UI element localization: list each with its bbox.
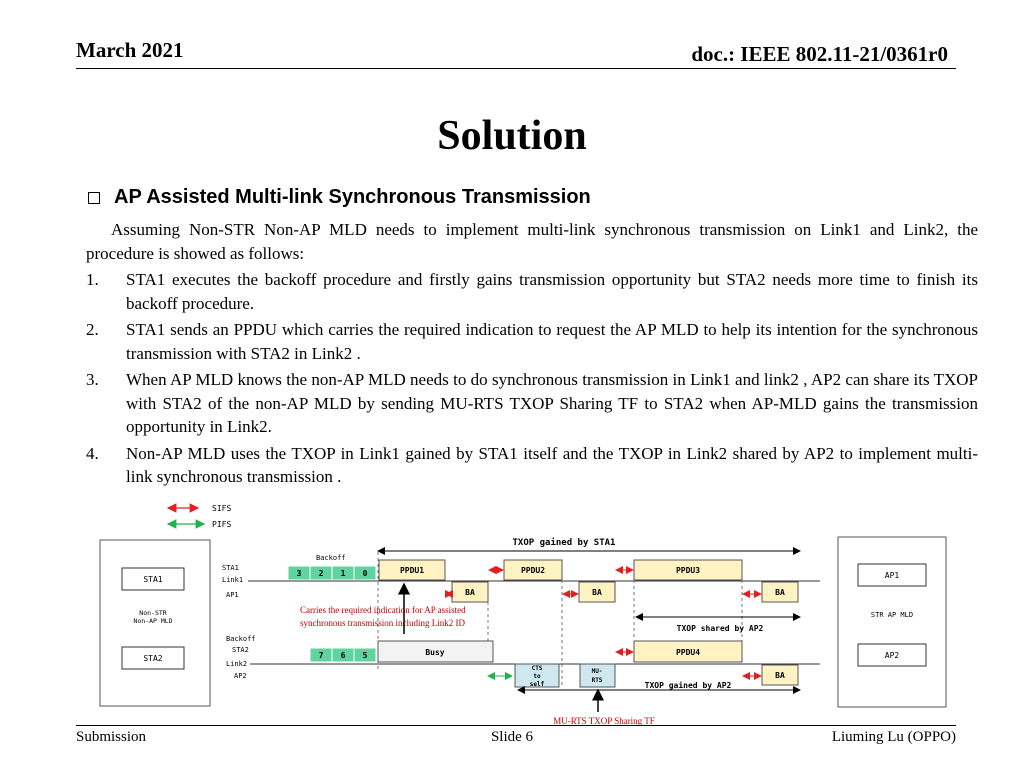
ba-label: BA: [592, 588, 602, 597]
slot-label: 2: [319, 569, 324, 578]
ppdu4-frame: [633, 640, 743, 663]
list-item: 2. STA1 sends an PPDU which carries the r…: [86, 318, 978, 365]
busy-label: Busy: [425, 648, 444, 657]
row-label-link2: Link2: [226, 660, 247, 668]
sta2-box-label: STA2: [143, 654, 162, 663]
list-item: 4. Non-AP MLD uses the TXOP in Link1 gain…: [86, 442, 978, 489]
ba-label: BA: [775, 671, 785, 680]
ppdu1-label: PPDU1: [400, 566, 424, 575]
busy-frame: [377, 640, 494, 663]
intro-paragraph: Assuming Non-STR Non-AP MLD needs to imp…: [86, 220, 978, 263]
footer-rule: [76, 725, 956, 726]
ap1-box-label: AP1: [885, 571, 900, 580]
ba-label: BA: [465, 588, 475, 597]
ppdu3-label: PPDU3: [676, 566, 700, 575]
row-label-ap1: AP1: [226, 591, 239, 599]
slot-label: 0: [363, 569, 368, 578]
legend-sifs: SIFS: [212, 504, 231, 513]
non-ap-mld-label: Non-AP MLD: [133, 617, 172, 625]
list-item-text: STA1 executes the backoff procedure and …: [126, 270, 978, 313]
row-label-sta1: STA1: [222, 564, 239, 572]
header-date: March 2021: [76, 38, 184, 62]
str-ap-mld-box: [837, 536, 947, 708]
square-bullet-icon: [88, 191, 100, 204]
list-item-text: Non-AP MLD uses the TXOP in Link1 gained…: [126, 443, 978, 487]
ppdu4-label: PPDU4: [676, 648, 700, 657]
sta1-box: [121, 567, 185, 591]
ap1-box: [857, 563, 927, 587]
legend: SIFS PIFS: [166, 503, 231, 529]
procedure-list: 1. STA1 executes the backoff procedure an…: [86, 268, 978, 489]
cts-label: to: [533, 673, 541, 680]
ppdu2-label: PPDU2: [521, 566, 545, 575]
annotation-text: Carries the required indication for AP a…: [300, 605, 466, 615]
sta1-box-label: STA1: [143, 575, 162, 584]
ppdu2-frame: [503, 559, 563, 581]
list-item: 3. When AP MLD knows the non-AP MLD needs…: [86, 368, 978, 439]
ppdu3-frame: [633, 559, 743, 581]
sifs-arrows-link1: [445, 566, 762, 598]
str-ap-mld-label: STR AP MLD: [871, 611, 913, 619]
row-label-sta2: STA2: [232, 646, 249, 654]
list-item-text: STA1 sends an PPDU which carries the req…: [126, 320, 978, 363]
ppdu1-frame: [378, 559, 446, 581]
sta2-box: [121, 646, 185, 670]
legend-pifs: PIFS: [212, 520, 231, 529]
txop-sta1-label: TXOP gained by STA1: [513, 537, 616, 548]
footer-slide-number: Slide 6: [490, 729, 534, 745]
ba-frame: [761, 581, 799, 603]
mu-rts-label: MU-: [592, 668, 603, 675]
annotation-text: synchronous transmission including Link2…: [300, 618, 465, 628]
ba-frame: [578, 581, 616, 603]
list-number: 4.: [86, 443, 99, 463]
row-label-ap2: AP2: [234, 672, 247, 680]
cts-label: self: [530, 681, 545, 688]
txop-ap2-label: TXOP gained by AP2: [645, 680, 732, 690]
slot-label: 5: [363, 651, 368, 660]
list-number: 1.: [86, 270, 99, 289]
mu-rts-label: RTS: [592, 677, 603, 684]
mu-rts-tf-annotation: MU-RTS TXOP Sharing TF: [553, 716, 655, 726]
slot-label: 1: [341, 569, 346, 578]
backoff2-label: Backoff: [226, 635, 256, 643]
cts-label: CTS: [532, 665, 543, 672]
ba-label: BA: [775, 588, 785, 597]
non-ap-mld-label: Non-STR: [139, 609, 166, 617]
header-rule: [76, 68, 956, 69]
txop-shared-label: TXOP shared by AP2: [677, 624, 764, 633]
header-doc-id: doc.: IEEE 802.11-21/0361r0: [691, 42, 948, 66]
backoff1-label: Backoff: [316, 554, 346, 562]
list-number: 3.: [86, 370, 99, 389]
slot-label: 3: [297, 569, 302, 578]
body-text: Assuming Non-STR Non-AP MLD needs to imp…: [86, 218, 978, 492]
backoff2-slots: 7 6 5: [309, 647, 377, 663]
backoff1-slots: 3 2 1 0: [287, 565, 377, 581]
bullet-heading-text: AP Assisted Multi-link Synchronous Trans…: [114, 186, 591, 208]
bullet-heading: AP Assisted Multi-link Synchronous Trans…: [88, 186, 591, 209]
slot-label: 6: [341, 651, 346, 660]
footer-submission: Submission: [76, 729, 147, 745]
ba-frame: [761, 664, 799, 686]
footer-author: Liuming Lu (OPPO): [831, 729, 956, 745]
slide-title: Solution: [437, 113, 587, 159]
list-item: 1. STA1 executes the backoff procedure an…: [86, 268, 978, 315]
slot-label: 7: [319, 651, 324, 660]
list-number: 2.: [86, 320, 99, 339]
ap2-box-label: AP2: [885, 651, 900, 660]
ap2-box: [857, 643, 927, 667]
list-item-text: When AP MLD knows the non-AP MLD needs t…: [126, 370, 978, 436]
row-label-link1: Link1: [222, 576, 243, 584]
